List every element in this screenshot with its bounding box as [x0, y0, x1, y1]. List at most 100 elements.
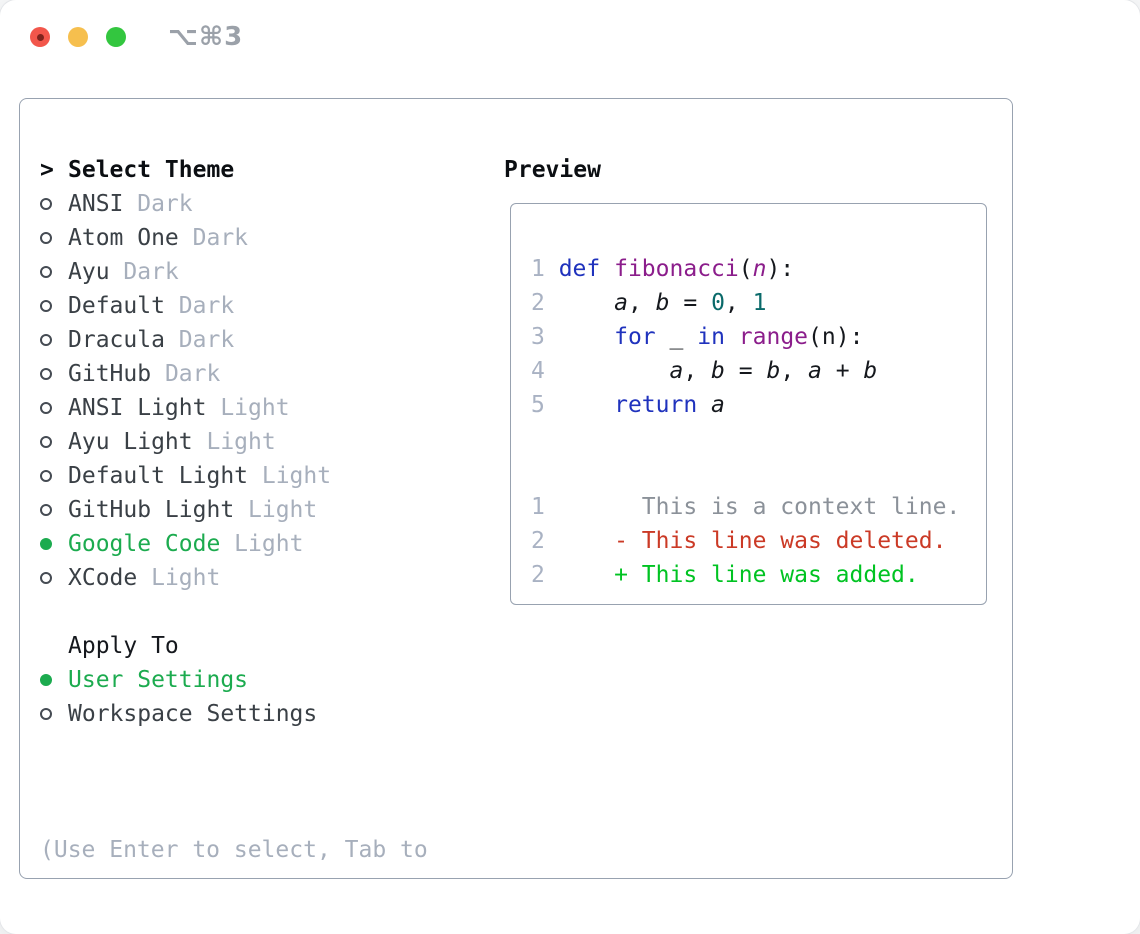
theme-option-default[interactable]: Default Dark: [40, 289, 490, 323]
hint-text: (Use Enter to select, Tab to change focu…: [40, 765, 490, 934]
theme-option-github-light[interactable]: GitHub Light Light: [40, 493, 490, 527]
theme-option-atom-one[interactable]: Atom One Dark: [40, 221, 490, 255]
theme-option-label: Google Code: [68, 531, 221, 557]
code-token: a: [614, 290, 628, 316]
apply-to-header-label: Apply To: [68, 633, 179, 659]
theme-variant-label: Light: [206, 395, 290, 421]
theme-option-xcode[interactable]: XCode Light: [40, 561, 490, 595]
theme-option-default-light[interactable]: Default Light Light: [40, 459, 490, 493]
line-number: 3: [531, 324, 559, 350]
code-token: [559, 358, 670, 384]
radio-icon: [40, 402, 68, 414]
hint-line-1: (Use Enter to select, Tab to: [40, 837, 428, 863]
line-number: [531, 460, 559, 486]
code-token: ,: [627, 290, 656, 316]
code-token: range: [738, 324, 809, 350]
theme-option-label: Atom One: [68, 225, 179, 251]
theme-variant-label: Light: [192, 429, 276, 455]
theme-variant-label: Dark: [109, 259, 179, 285]
theme-option-label: XCode: [68, 565, 138, 591]
theme-option-ansi[interactable]: ANSI Dark: [40, 187, 490, 221]
apply-option-user-settings[interactable]: User Settings: [40, 663, 490, 697]
theme-variant-label: Dark: [164, 293, 235, 319]
theme-option-google-code[interactable]: Google Code Light: [40, 527, 490, 561]
theme-variant-label: Dark: [178, 225, 249, 251]
code-line: 1 def fibonacci(n):: [531, 252, 960, 286]
radio-icon: [40, 470, 68, 482]
theme-option-label: Default: [68, 293, 165, 319]
radio-icon: [40, 334, 68, 346]
code-line: 2 - This line was deleted.: [531, 524, 960, 558]
theme-variant-label: Dark: [151, 361, 221, 387]
theme-option-dracula[interactable]: Dracula Dark: [40, 323, 490, 357]
radio-selected-icon: [40, 674, 68, 686]
radio-icon: [40, 368, 68, 380]
code-token: 0: [711, 290, 725, 316]
theme-option-ansi-light[interactable]: ANSI Light Light: [40, 391, 490, 425]
line-number: 1: [531, 494, 559, 520]
code-token: for: [614, 324, 656, 350]
preview-title: Preview: [504, 157, 601, 183]
apply-option-label: User Settings: [68, 667, 249, 693]
code-token: def: [558, 256, 601, 282]
radio-icon: [40, 504, 68, 516]
code-token: ,: [780, 358, 809, 384]
code-token: 1: [752, 290, 767, 316]
code-token: ):: [766, 256, 795, 282]
code-token: fibonacci: [614, 256, 739, 282]
theme-variant-label: Light: [220, 531, 304, 557]
code-token: n: [752, 256, 767, 282]
theme-option-ayu[interactable]: Ayu Dark: [40, 255, 490, 289]
line-number: 1: [531, 256, 559, 282]
line-number: 4: [531, 358, 559, 384]
code-token: =: [669, 290, 712, 316]
code-token: in: [697, 324, 725, 350]
code-token: a: [669, 358, 684, 384]
theme-variant-label: Dark: [123, 191, 193, 217]
theme-option-label: ANSI: [68, 191, 124, 217]
code-token: [683, 324, 697, 350]
code-line: 2 + This line was added.: [531, 558, 960, 592]
code-token: (n):: [808, 324, 864, 350]
code-token: (: [738, 256, 753, 282]
code-token: [697, 392, 711, 418]
code-token: [656, 324, 670, 350]
code-line: 5 return a: [531, 388, 960, 422]
theme-option-label: Ayu: [68, 259, 110, 285]
code-token: + This line was added.: [558, 562, 919, 588]
theme-variant-label: Light: [248, 463, 332, 489]
window-title: ⌥⌘3: [168, 22, 244, 52]
radio-icon: [40, 572, 68, 584]
apply-option-workspace-settings[interactable]: Workspace Settings: [40, 697, 490, 731]
minimize-button[interactable]: [68, 27, 88, 47]
radio-icon: [40, 266, 68, 278]
code-token: ,: [724, 290, 753, 316]
theme-variant-label: Light: [234, 497, 318, 523]
theme-option-github[interactable]: GitHub Dark: [40, 357, 490, 391]
close-button[interactable]: [30, 27, 50, 47]
apply-to-header: Apply To: [40, 629, 490, 663]
code-token: - This line was deleted.: [558, 528, 947, 554]
code-token: b: [766, 358, 781, 384]
theme-option-label: Dracula: [68, 327, 165, 353]
code-line: 1 This is a context line.: [531, 490, 960, 524]
code-token: b: [655, 290, 670, 316]
code-token: This is a context line.: [558, 494, 961, 520]
line-number: 2: [531, 528, 559, 554]
radio-selected-icon: [40, 538, 68, 550]
code-line: 3 for _ in range(n):: [531, 320, 960, 354]
theme-option-label: Ayu Light: [68, 429, 193, 455]
code-token: _: [669, 324, 684, 350]
theme-option-ayu-light[interactable]: Ayu Light Light: [40, 425, 490, 459]
code-token: [600, 256, 614, 282]
theme-option-label: Default Light: [68, 463, 249, 489]
theme-list-header: > Select Theme: [40, 153, 490, 187]
zoom-button[interactable]: [106, 27, 126, 47]
theme-list-header-label: Select Theme: [68, 157, 235, 183]
